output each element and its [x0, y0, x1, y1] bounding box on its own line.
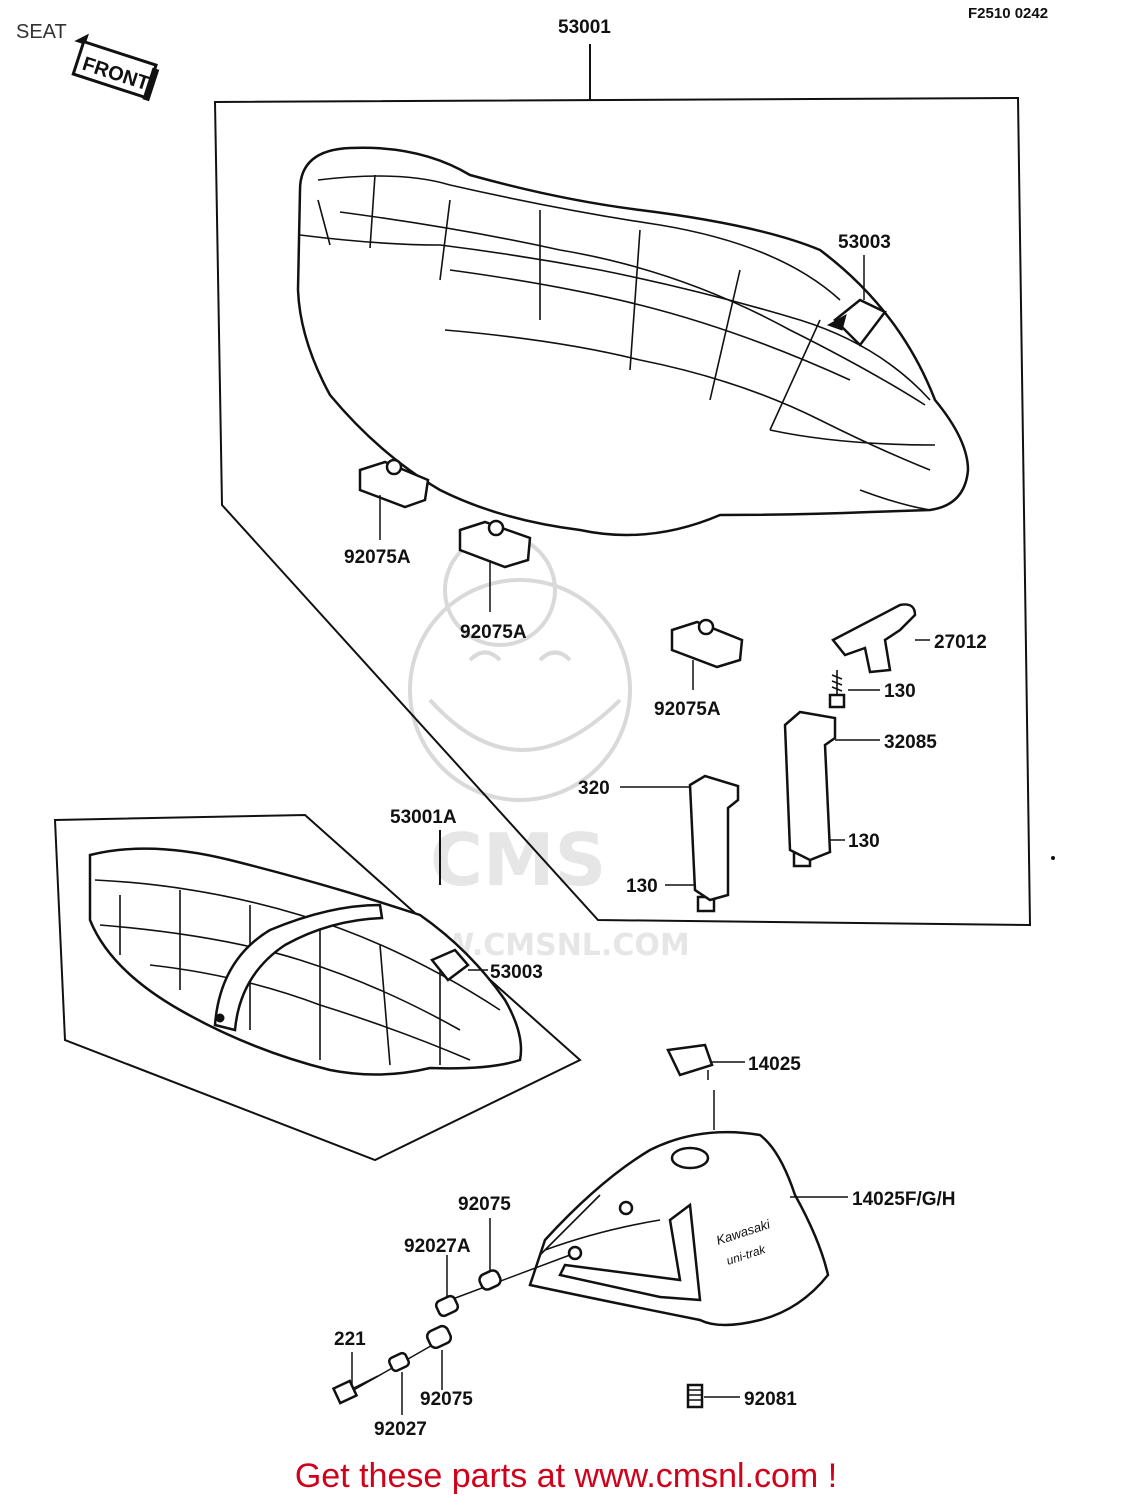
damper-92075-b-icon	[425, 1324, 453, 1390]
front-direction-badge: FRONT	[71, 33, 160, 102]
label-bracket-2: 320	[578, 778, 610, 799]
seat-assembly-group-frame	[213, 96, 1032, 927]
label-seat-alt: 53001A	[390, 807, 457, 828]
strap-upper-arrow-icon	[826, 313, 847, 331]
page-title: SEAT	[16, 21, 67, 43]
label-bracket-1: 32085	[884, 732, 937, 753]
watermark-mascot-eyes-icon	[468, 650, 572, 662]
label-strap-upper: 53003	[838, 232, 891, 253]
label-bolt-2: 130	[848, 831, 880, 852]
figure-code: F2510 0242	[968, 5, 1048, 22]
label-damper-a: 92075	[458, 1194, 511, 1215]
cms-watermark: CMS WWW.CMSNL.COM	[375, 533, 690, 963]
label-strap-lower: 53003	[490, 962, 543, 983]
label-seat-main: 53001	[558, 17, 611, 38]
seat-main-upper-seam	[299, 234, 931, 401]
tail-cover-cap-hole	[670, 1146, 710, 1170]
bracket-32085-icon	[783, 710, 837, 862]
seat-hook-icon	[831, 603, 917, 674]
seat-strap-upper-icon	[833, 298, 887, 347]
label-nut: 92081	[744, 1389, 797, 1410]
label-bolt-221: 221	[334, 1329, 366, 1350]
damper-92075a-1-icon	[358, 458, 430, 540]
label-collar-a: 92027A	[404, 1236, 471, 1257]
seat-strap-lower-icon	[430, 948, 470, 982]
label-damper-2: 92075A	[460, 622, 527, 643]
cap-14025-icon	[666, 1043, 714, 1077]
label-cap: 14025	[748, 1054, 801, 1075]
seat-main-quilting	[317, 174, 936, 511]
damper-92075-a-icon	[478, 1218, 502, 1291]
nut-92081-icon	[686, 1383, 740, 1409]
seat-alt-grab-strap	[213, 903, 384, 1032]
label-damper-1: 92075A	[344, 547, 411, 568]
label-hook: 27012	[934, 632, 987, 653]
bracket-320-icon	[688, 774, 740, 902]
collar-92027a-icon	[434, 1255, 460, 1318]
watermark-mascot-smile-icon	[428, 698, 622, 752]
damper-92075a-2-icon	[458, 519, 532, 612]
footer-banner-link[interactable]: Get these parts at www.cmsnl.com !	[295, 1457, 837, 1495]
damper-92075a-3-icon	[670, 618, 744, 690]
tail-cover-inner-panel	[558, 1202, 702, 1302]
label-cover: 14025F/G/H	[852, 1189, 956, 1210]
label-collar-b: 92027	[374, 1419, 427, 1440]
label-damper-b: 92075	[420, 1389, 473, 1410]
label-bolt-3: 130	[626, 876, 658, 897]
seat-alt-illustration	[88, 847, 523, 1076]
watermark-mascot-head-icon	[408, 578, 632, 802]
label-bolt-1: 130	[884, 681, 916, 702]
seat-main-illustration	[296, 146, 970, 537]
bolt-130-1-icon	[828, 670, 880, 709]
seat-main-outline	[296, 146, 970, 537]
seat-alt-group-frame	[53, 813, 582, 1162]
collar-92027-icon	[387, 1351, 411, 1415]
bolt-221-icon	[331, 1352, 379, 1405]
tail-cover-illustration: Kawasaki uni-trak	[528, 1130, 830, 1327]
mount-axis-line-1	[449, 1254, 571, 1301]
label-damper-3: 92075A	[654, 699, 721, 720]
